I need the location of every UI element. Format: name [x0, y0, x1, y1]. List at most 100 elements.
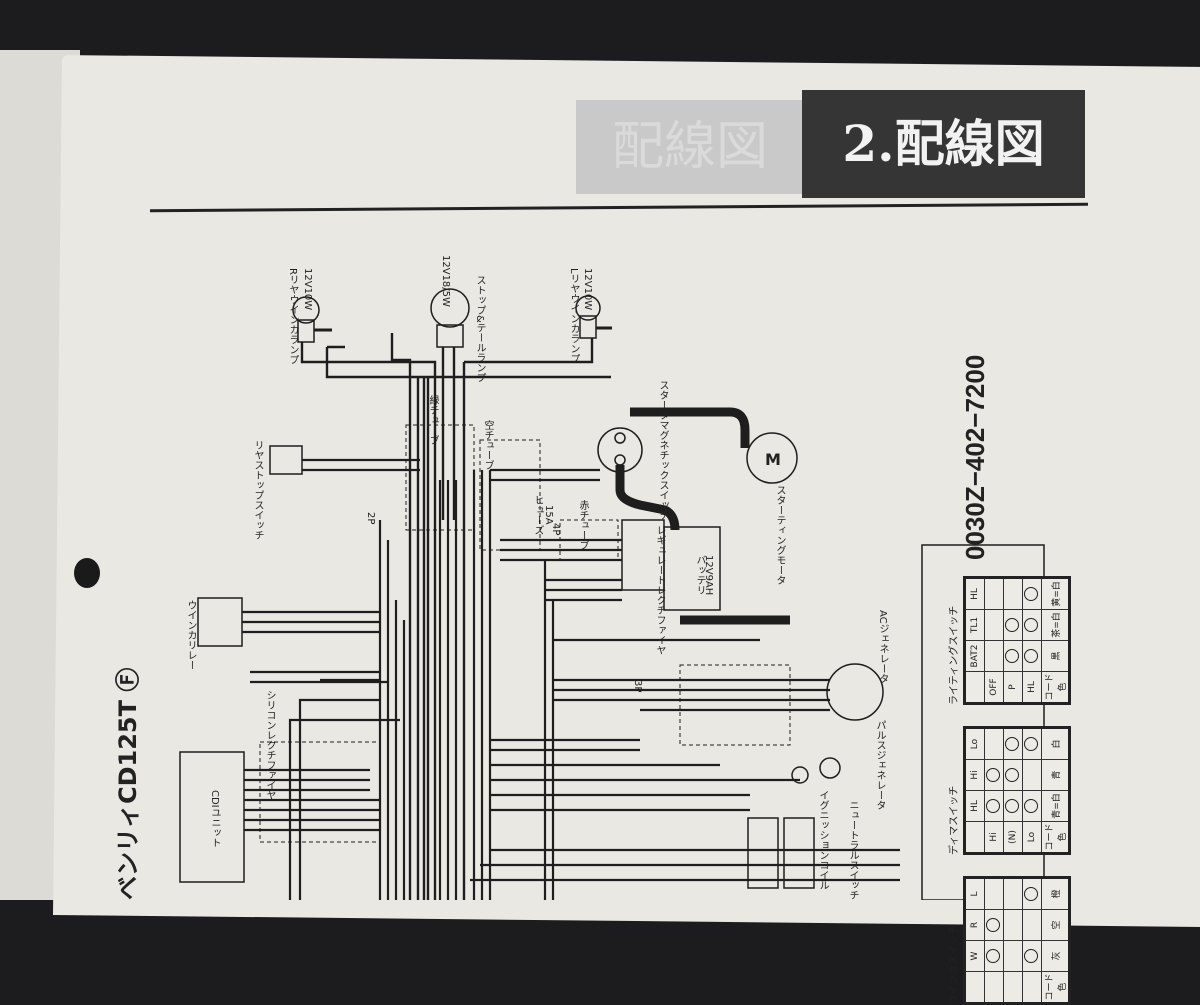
lighting-table-cell: P	[1003, 671, 1023, 704]
winker-table-cell: 灰	[1041, 940, 1070, 972]
lighting-table-cell: HL	[964, 577, 985, 610]
dimmer-table-cell: (N)	[1003, 821, 1023, 854]
winker-table-cell	[984, 971, 1004, 1004]
contact-dot	[1023, 649, 1038, 663]
lighting-table-cell	[984, 577, 1004, 610]
contact-dot	[1023, 949, 1038, 963]
dimmer-table-cell: コード色	[1041, 821, 1070, 854]
lighting-table-cell: OFF	[984, 671, 1004, 704]
neutral-switch	[791, 766, 809, 784]
label-silicon-rectifier: シリコンレクチファイヤ	[264, 690, 275, 800]
dimmer-table-row: Lo	[1022, 727, 1042, 854]
lighting-table-cell	[964, 671, 985, 704]
dimmer-table-cell: Hi	[984, 821, 1004, 854]
dimmer-table-cell: Hi	[964, 759, 985, 791]
model-name: ベンリィCD125T Ⓕ	[114, 667, 142, 900]
section-title: 2.配線図	[802, 90, 1085, 198]
contact-dot	[1004, 618, 1019, 632]
wire-harness-top	[300, 333, 611, 900]
label-pulse-generator: パルスジェネレータ	[874, 720, 885, 810]
binder-hole	[74, 558, 100, 588]
dimmer-table-cell	[984, 759, 1004, 791]
winker-table-cell	[1003, 971, 1023, 1004]
dimmer-table-row: Hi	[984, 727, 1004, 854]
label-tube-green: 緑チューブ	[427, 395, 438, 445]
lighting-table-cell	[984, 640, 1004, 672]
winker-table-cell: L	[964, 877, 985, 910]
dimmer-table-cell: Lo	[1022, 821, 1042, 854]
contact-dot	[1004, 649, 1019, 663]
lighting-table-cell: 茶=白	[1041, 609, 1070, 641]
winker-table-cell	[984, 940, 1004, 972]
ac-generator	[826, 663, 884, 721]
label-fuse: ヒューズ	[532, 495, 543, 535]
lighting-table-cell	[1003, 640, 1023, 672]
dimmer-table-cell: HL	[964, 790, 985, 822]
regulator-rectifier	[621, 519, 665, 591]
winker-table-cell: 橙	[1041, 877, 1070, 910]
winker-table-row	[1003, 877, 1023, 1004]
winker-table-cell	[1022, 877, 1042, 910]
winker-table-cell	[984, 877, 1004, 910]
dimmer-table-cell: 青	[1041, 759, 1070, 791]
label-r-rear-winker: Rリヤウインカランプ	[287, 268, 298, 365]
contact-dot	[985, 949, 1000, 963]
contact-dot	[1004, 737, 1019, 751]
pulse-generator	[819, 757, 841, 779]
winker-table-cell: R	[964, 909, 985, 941]
winker-table-cell	[1022, 940, 1042, 972]
winker-table-cell	[1003, 909, 1023, 941]
dimmer-table-cell: 青=白	[1041, 790, 1070, 822]
dimmer-table-cell	[1022, 759, 1042, 791]
lighting-table-row: HL	[1022, 577, 1042, 704]
label-tube-sky: 空チューブ	[482, 420, 493, 470]
winker-table-row: コード色灰空橙	[1041, 877, 1070, 1004]
label-cdi-unit: CDIユニット	[209, 790, 220, 848]
lighting-table-cell	[984, 609, 1004, 641]
contact-dot	[1023, 799, 1038, 813]
winker-relay	[197, 597, 243, 647]
label-conn-2p: 2P	[365, 512, 376, 525]
dimmer-table-cell	[984, 727, 1004, 760]
contact-dot	[985, 918, 1000, 932]
label-starter-magnetic-switch: スタータマグネチックスイッチ	[657, 380, 668, 520]
lighting-table-cell	[1022, 577, 1042, 610]
stop-tail-lamp	[430, 288, 470, 348]
lighting-switch-title: ライティングスイッチ	[949, 605, 960, 705]
dimmer-table-cell	[964, 821, 985, 854]
label-ignition-coil: イグニッションコイル	[817, 790, 828, 890]
starting-motor	[746, 432, 798, 484]
winker-table-row	[1022, 877, 1042, 1004]
header-ghost-title: 配線図	[576, 100, 804, 194]
dimmer-table-cell	[984, 790, 1004, 822]
contact-dot	[1023, 887, 1038, 901]
label-conn-3p: 3P	[632, 680, 643, 693]
winker-table-cell	[984, 909, 1004, 941]
contact-dot	[1023, 737, 1038, 751]
label-l-rear-winker-rating: 12V10W	[582, 268, 593, 311]
label-battery: バッテリ	[694, 555, 705, 595]
contact-dot	[985, 768, 1000, 782]
switch-table-frame	[921, 544, 1045, 900]
ignition-coil	[747, 817, 779, 889]
cdi-unit	[179, 751, 245, 883]
winker-table-cell	[1022, 971, 1042, 1004]
lighting-table-row: OFF	[984, 577, 1004, 704]
rear-stop-switch	[269, 445, 303, 475]
label-l-rear-winker: Lリヤウインカランプ	[568, 268, 579, 364]
winker-table-cell: 空	[1041, 909, 1070, 941]
contact-dot	[985, 799, 1000, 813]
dimmer-table-cell	[1003, 727, 1023, 760]
connector-outlines	[259, 424, 791, 843]
winker-table-cell	[1003, 877, 1023, 910]
lighting-table-cell	[1003, 609, 1023, 641]
label-fuse-rating: 15A	[543, 505, 554, 525]
motor-symbol: M	[765, 450, 781, 469]
winker-table-cell: コード色	[1041, 971, 1070, 1004]
lighting-table-cell	[1003, 577, 1023, 610]
